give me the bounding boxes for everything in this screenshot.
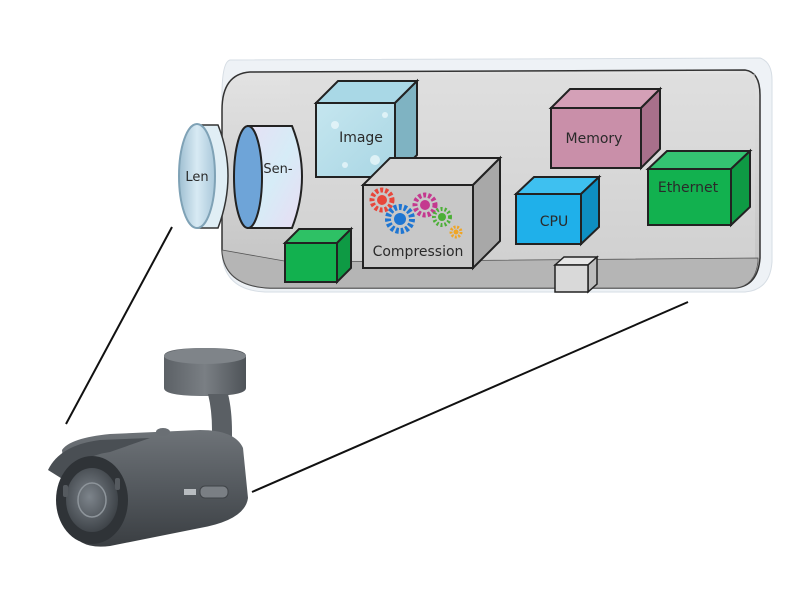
memory-component: Memory	[548, 86, 663, 171]
image-component: Image	[313, 78, 420, 180]
compression-component: Compression	[360, 155, 503, 271]
cpu-label: CPU	[540, 214, 568, 230]
ethernet-component: Ethernet	[645, 148, 753, 228]
cpu-component: CPU	[513, 174, 602, 247]
compression-label: Compression	[373, 244, 464, 260]
connector-component	[553, 255, 599, 294]
lens-component: Len	[178, 123, 229, 229]
lens-label: Len	[185, 170, 208, 185]
green-block-component	[282, 226, 354, 285]
sensor-label: Sen-	[263, 162, 292, 177]
ethernet-label: Ethernet	[658, 180, 719, 196]
sensor-component: Sen-	[233, 125, 303, 229]
connector-line-right	[251, 301, 689, 493]
connector-line-left	[65, 226, 173, 425]
memory-label: Memory	[566, 131, 623, 147]
bullet-camera-icon	[48, 348, 248, 547]
gears-icon	[369, 187, 463, 239]
image-label: Image	[339, 130, 383, 146]
